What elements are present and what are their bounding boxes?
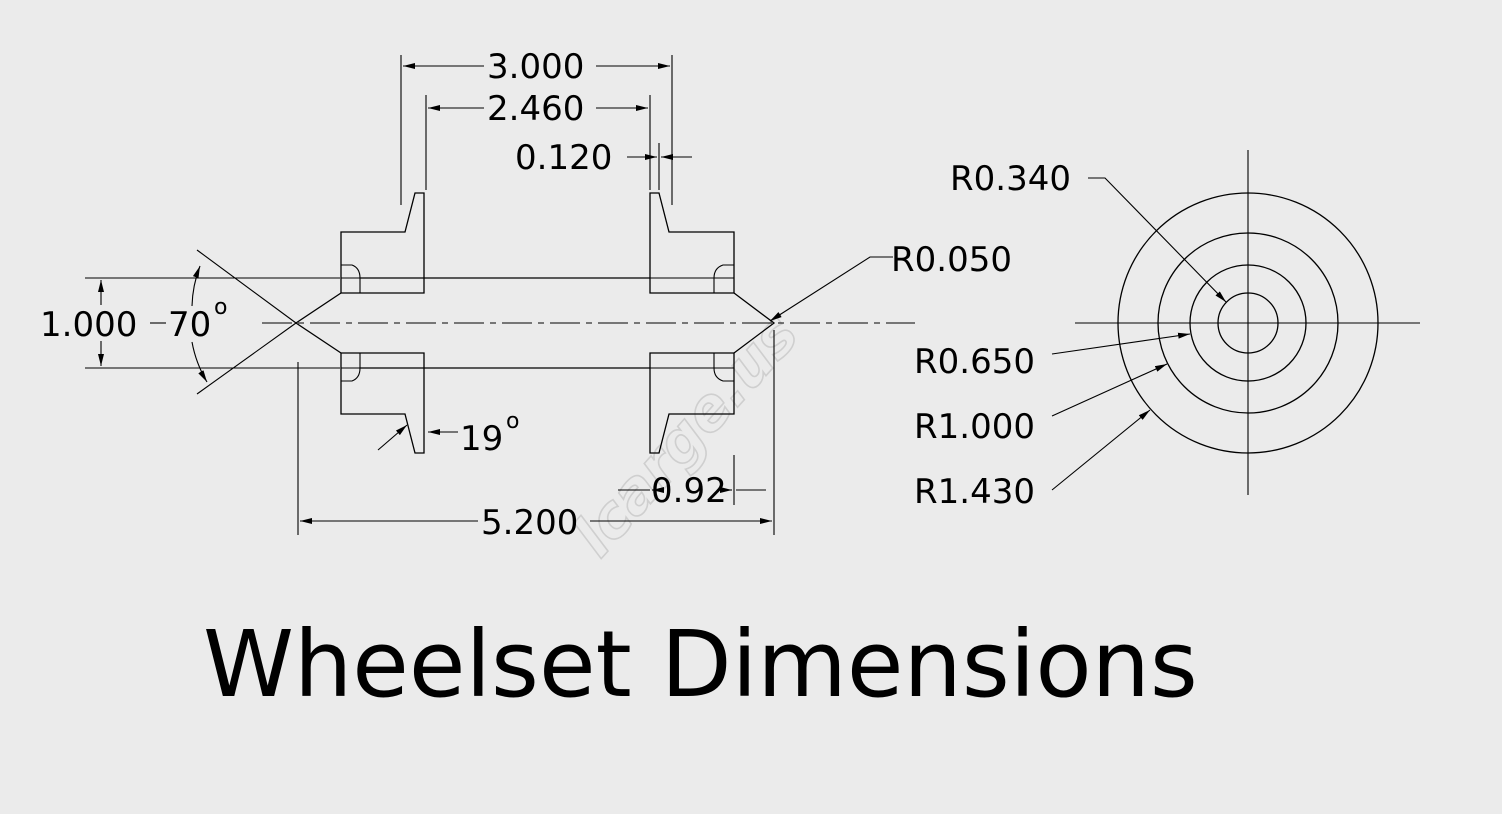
- end-view: R0.340 R0.650 R1.000 R1.430: [914, 150, 1420, 512]
- dim-radius-3: R1.000: [914, 407, 1035, 447]
- flange-angle-degree: o: [506, 409, 519, 434]
- side-view-dimensions: 3.000 2.460 0.120 1.000 70 o R0.050 19: [40, 47, 1012, 543]
- dim-tip-radius: R0.050: [891, 240, 1012, 280]
- dim-radius-4: R1.430: [914, 472, 1035, 512]
- dim-flange-distance: 3.000: [487, 47, 584, 87]
- point-angle-degree: o: [214, 295, 227, 320]
- dim-back-to-back: 2.460: [487, 89, 584, 129]
- dim-flange-angle: 19: [460, 419, 503, 459]
- dim-radius-2: R0.650: [914, 342, 1035, 382]
- side-view-outline: [262, 192, 915, 454]
- drawing-title: Wheelset Dimensions: [203, 611, 1198, 718]
- dim-axle-diameter: 1.000: [40, 305, 137, 345]
- dim-point-angle: 70: [168, 305, 211, 345]
- dim-tread-width: 0.92: [651, 471, 727, 511]
- dim-radius-1: R0.340: [950, 159, 1071, 199]
- dim-flange-thickness: 0.120: [515, 138, 612, 178]
- dim-overall-length: 5.200: [481, 503, 578, 543]
